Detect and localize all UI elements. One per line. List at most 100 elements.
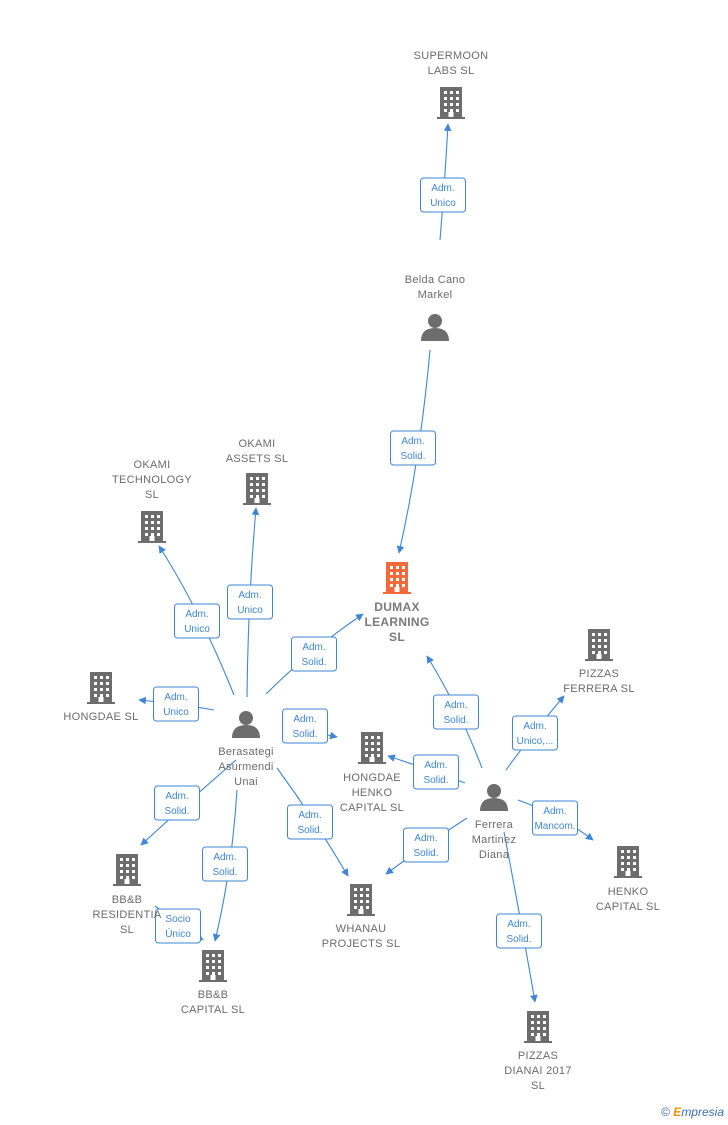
brand-name: mpresia bbox=[681, 1105, 724, 1119]
building-icon bbox=[524, 1011, 552, 1043]
node-label: LABS SL bbox=[428, 65, 475, 77]
node-label: TECHNOLOGY bbox=[112, 474, 192, 486]
role-badge-text: Socio bbox=[165, 914, 190, 925]
node-label: Markel bbox=[418, 289, 453, 301]
node-label: Ferrera bbox=[475, 819, 514, 831]
node-label: HONGDAE bbox=[343, 772, 401, 784]
role-badge-box bbox=[227, 584, 273, 620]
role-badge-berasategi-hongdae[interactable]: Adm.Unico bbox=[153, 686, 199, 722]
node-label: DUMAX bbox=[374, 600, 420, 614]
person-icon bbox=[480, 784, 508, 811]
person-icon bbox=[232, 711, 260, 738]
role-badge-box bbox=[155, 908, 201, 944]
node-label: HENKO bbox=[352, 787, 393, 799]
role-badge-box bbox=[532, 800, 578, 836]
building-icon bbox=[113, 854, 141, 886]
role-badge-text: Unico bbox=[184, 624, 210, 635]
node-label: Unai bbox=[234, 776, 258, 788]
node-label: PROJECTS SL bbox=[322, 938, 401, 950]
node-bb_capital[interactable]: BB&B CAPITAL SL bbox=[181, 950, 245, 1016]
role-badge-berasategi-dumax[interactable]: Adm. Solid. bbox=[291, 636, 337, 672]
role-badge-berasategi-hongdae_henko[interactable]: Adm.Solid. bbox=[282, 708, 328, 744]
role-badge-text: Adm. bbox=[431, 183, 454, 194]
role-badge-berasategi-bb_capital[interactable]: Adm.Solid. bbox=[202, 846, 248, 882]
node-label: CAPITAL SL bbox=[181, 1004, 245, 1016]
node-label: FERRERA SL bbox=[563, 683, 634, 695]
role-badge-box bbox=[174, 603, 220, 639]
role-badge-belda-dumax[interactable]: Adm.Solid. bbox=[390, 430, 436, 466]
role-badge-ferrera-pizzas_dianai[interactable]: Adm.Solid. bbox=[496, 913, 542, 949]
role-badge-text: Solid. bbox=[164, 806, 189, 817]
badges-layer: Adm.UnicoAdm.Solid.Adm.UnicoAdm.UnicoAdm… bbox=[153, 177, 578, 949]
building-icon bbox=[358, 732, 386, 764]
role-badge-box bbox=[202, 846, 248, 882]
role-badge-ferrera-dumax[interactable]: Adm.Solid. bbox=[433, 694, 479, 730]
role-badge-ferrera-pizzas_ferrera[interactable]: Adm.Unico,... bbox=[512, 715, 558, 751]
role-badge-ferrera-henko[interactable]: Adm. Mancom. bbox=[532, 800, 578, 836]
role-badge-text: Solid. bbox=[400, 451, 425, 462]
node-hongdae[interactable]: HONGDAE SL bbox=[63, 672, 138, 723]
role-badge-text: Adm. bbox=[414, 833, 437, 844]
role-badge-ferrera-hongdae_henko[interactable]: Adm.Solid. bbox=[413, 754, 459, 790]
role-badge-berasategi-okami_assets[interactable]: Adm.Unico bbox=[227, 584, 273, 620]
role-badge-box bbox=[154, 785, 200, 821]
copyright-symbol: © bbox=[661, 1105, 670, 1119]
role-badge-text: Adm. bbox=[523, 721, 546, 732]
node-label: BB&B bbox=[198, 989, 229, 1001]
empresia-watermark: © Empresia bbox=[661, 1105, 724, 1119]
role-badge-ferrera-whanau[interactable]: Adm. Solid. bbox=[403, 827, 449, 863]
role-badge-text: Adm. bbox=[302, 642, 325, 653]
node-label: HENKO bbox=[608, 886, 649, 898]
role-badge-text: Solid. bbox=[212, 867, 237, 878]
building-icon bbox=[614, 846, 642, 878]
role-badge-text: Unico bbox=[430, 198, 456, 209]
role-badge-text: Único bbox=[165, 927, 191, 940]
role-badge-text: Adm. bbox=[424, 760, 447, 771]
node-label: Martinez bbox=[472, 834, 517, 846]
role-badge-text: Adm. bbox=[543, 806, 566, 817]
role-badge-berasategi-bb_resid[interactable]: Adm.Solid. bbox=[154, 785, 200, 821]
role-badge-box bbox=[512, 715, 558, 751]
role-badge-text: Solid. bbox=[301, 657, 326, 668]
building-icon bbox=[383, 562, 411, 594]
building-icon bbox=[138, 511, 166, 543]
building-icon bbox=[199, 950, 227, 982]
role-badge-text: Adm. bbox=[507, 919, 530, 930]
role-badge-box bbox=[413, 754, 459, 790]
role-badge-box bbox=[153, 686, 199, 722]
role-badge-berasategi-whanau[interactable]: Adm.Solid. bbox=[287, 804, 333, 840]
building-icon bbox=[437, 87, 465, 119]
node-label: SL bbox=[531, 1080, 545, 1092]
role-badge-box bbox=[433, 694, 479, 730]
node-label: OKAMI bbox=[239, 438, 276, 450]
role-badge-text: Mancom. bbox=[534, 821, 575, 832]
role-badge-box bbox=[403, 827, 449, 863]
role-badge-box bbox=[420, 177, 466, 213]
node-pizzas_ferrera[interactable]: PIZZAS FERRERA SL bbox=[563, 629, 634, 695]
node-label: DIANAI 2017 bbox=[504, 1065, 572, 1077]
node-label: HONGDAE SL bbox=[63, 711, 138, 723]
building-icon bbox=[87, 672, 115, 704]
role-badge-box bbox=[291, 636, 337, 672]
role-badge-box bbox=[496, 913, 542, 949]
node-label: SL bbox=[389, 630, 405, 644]
building-icon bbox=[243, 473, 271, 505]
role-badge-berasategi-okami_tech[interactable]: Adm.Unico bbox=[174, 603, 220, 639]
role-badge-text: Solid. bbox=[413, 848, 438, 859]
node-label: PIZZAS bbox=[579, 668, 619, 680]
role-badge-belda-supermoon[interactable]: Adm. Unico bbox=[420, 177, 466, 213]
